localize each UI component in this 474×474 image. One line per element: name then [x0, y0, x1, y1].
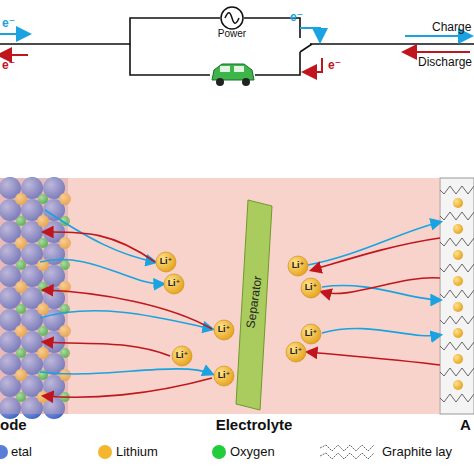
- ion-label: Li⁺: [297, 282, 325, 292]
- cathode-lattice: [0, 177, 71, 419]
- graphite-layer: [440, 264, 474, 272]
- ion-label: Li⁺: [152, 256, 180, 266]
- legend-swatch: [212, 445, 226, 459]
- lithium-atom: [453, 224, 463, 234]
- ion-label: Li⁺: [160, 278, 188, 288]
- legend-text: Lithium: [116, 444, 158, 459]
- ion-label: Li⁺: [210, 324, 238, 334]
- graphite-layer: [440, 212, 474, 220]
- cathode-face: [0, 178, 68, 414]
- power-source-outline: [220, 6, 244, 30]
- power-source: Power: [220, 6, 244, 30]
- graphite-layer: [440, 238, 474, 246]
- anode-graphite: [440, 178, 474, 414]
- electron-arrow: [0, 54, 28, 56]
- cathode-region-label: ode: [0, 416, 40, 433]
- ion-label: Li⁺: [282, 346, 310, 356]
- ion-label: Li⁺: [168, 350, 196, 360]
- graphite-layer: [440, 342, 474, 350]
- lithium-atom: [453, 380, 463, 390]
- legend-text: Oxygen: [230, 444, 275, 459]
- anode-region-label: A: [460, 416, 474, 433]
- ion-label: Li⁺: [297, 328, 325, 338]
- lithium-atom: [453, 198, 463, 208]
- lithium-atom: [453, 250, 463, 260]
- lithium-atom: [453, 328, 463, 338]
- power-source-label: Power: [202, 28, 262, 39]
- discharge-label: Discharge: [418, 55, 472, 69]
- graphite-layer: [440, 186, 474, 194]
- lithium-atom: [453, 354, 463, 364]
- ion-label: Li⁺: [210, 370, 238, 380]
- ion-label: Li⁺: [284, 260, 312, 270]
- electron-arrow: [300, 28, 320, 40]
- graphite-layer: [440, 290, 474, 298]
- anode-region: A: [440, 178, 474, 414]
- electrolyte-region: ElectrolyteSeparator: [68, 178, 440, 414]
- legend-graphite-sample: [318, 442, 378, 462]
- electron-label: e⁻: [290, 10, 303, 24]
- separator: Separator: [236, 200, 272, 410]
- graphite-layer: [440, 316, 474, 324]
- electron-arrow: [0, 33, 28, 35]
- electron-arrow: [305, 58, 322, 72]
- graphite-sample-line: [320, 445, 374, 451]
- graphite-sample-line: [320, 453, 374, 459]
- lithium-atom: [453, 302, 463, 312]
- lithium-atom: [453, 276, 463, 286]
- cathode-region: ode: [0, 178, 68, 414]
- car-icon: [212, 64, 254, 86]
- electron-label: e⁻: [2, 16, 15, 30]
- charge-label: Charge: [432, 20, 471, 34]
- legend-swatch: [0, 445, 8, 459]
- legend-text: Graphite lay: [382, 444, 452, 459]
- electron-label: e⁻: [328, 58, 341, 72]
- electron-label: e⁻: [2, 58, 15, 72]
- ac-symbol: [225, 13, 239, 24]
- graphite-layer: [440, 394, 474, 402]
- graphite-layer: [440, 368, 474, 376]
- cathode-tint: [0, 178, 68, 414]
- legend-swatch: [98, 445, 112, 459]
- legend-text: etal: [11, 444, 32, 459]
- electrolyte-region-label: Electrolyte: [188, 416, 320, 433]
- charge-arrow: [405, 35, 470, 37]
- discharge-arrow: [405, 51, 470, 53]
- power-circle: [221, 7, 243, 29]
